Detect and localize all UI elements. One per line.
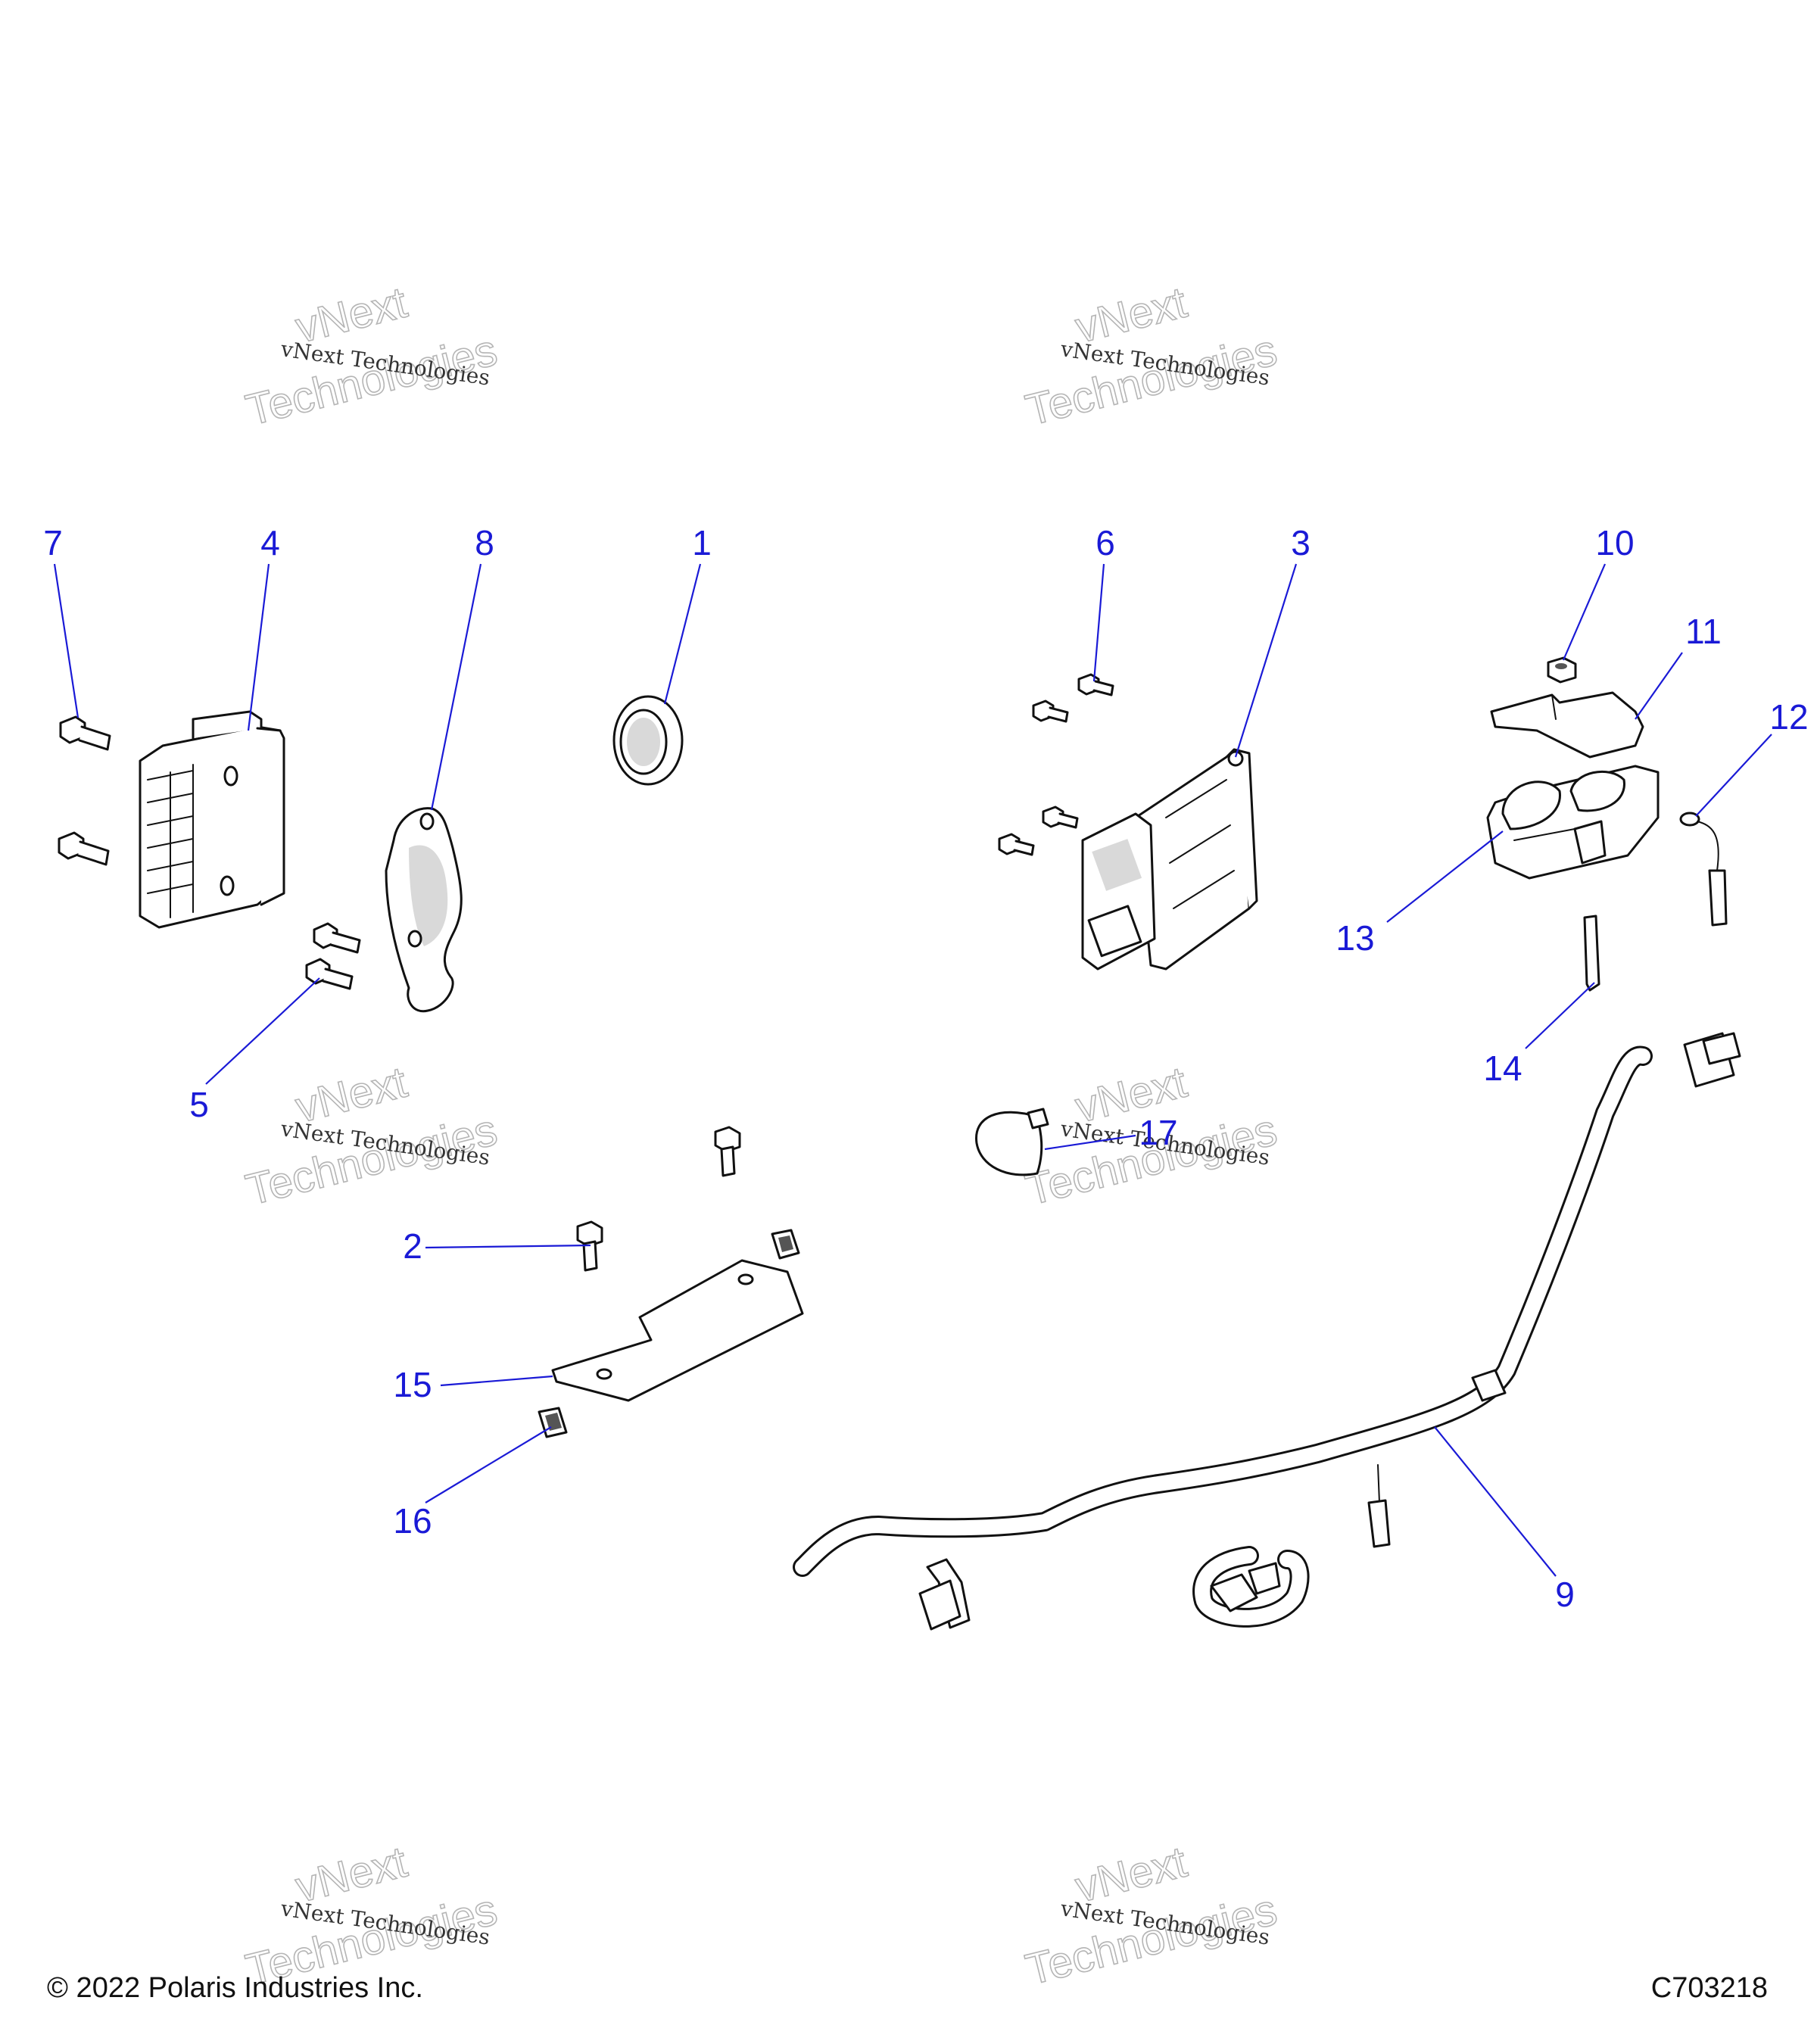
leader-12 bbox=[1695, 734, 1772, 817]
leader-15 bbox=[440, 1375, 553, 1387]
part-8-bracket bbox=[385, 807, 463, 1013]
leader-lines bbox=[53, 563, 1772, 1577]
watermark-mid-left: vNext Technologies vNext Technologies bbox=[241, 1057, 503, 1216]
leader-9 bbox=[1434, 1426, 1557, 1577]
leader-2 bbox=[425, 1244, 591, 1249]
part-10-nut bbox=[1547, 656, 1577, 684]
callout-9: 9 bbox=[1555, 1575, 1575, 1614]
callout-1: 1 bbox=[692, 523, 712, 562]
callout-13: 13 bbox=[1335, 918, 1374, 958]
part-2-bolts bbox=[576, 1126, 741, 1272]
leader-10 bbox=[1562, 563, 1607, 661]
callout-11: 11 bbox=[1685, 612, 1722, 651]
callout-6: 6 bbox=[1095, 523, 1115, 562]
callout-16: 16 bbox=[393, 1501, 432, 1541]
regulator-fins bbox=[147, 764, 194, 918]
leader-11 bbox=[1635, 652, 1683, 720]
callout-3: 3 bbox=[1291, 523, 1311, 562]
leader-14 bbox=[1525, 982, 1595, 1049]
part-6-screws bbox=[998, 673, 1114, 856]
callout-4: 4 bbox=[260, 523, 280, 562]
callout-8: 8 bbox=[475, 523, 494, 562]
part-9-wiring-harness bbox=[793, 1032, 1741, 1631]
leader-5 bbox=[205, 977, 320, 1085]
copyright-text: © 2022 Polaris Industries Inc. bbox=[47, 1972, 423, 2004]
callout-5: 5 bbox=[189, 1085, 209, 1124]
part-13-ignition-coil bbox=[1486, 765, 1660, 880]
callout-2: 2 bbox=[403, 1226, 422, 1266]
leader-16 bbox=[425, 1426, 552, 1503]
part-15-plate bbox=[551, 1259, 804, 1402]
leader-8 bbox=[430, 563, 482, 811]
leader-17 bbox=[1044, 1134, 1136, 1151]
callout-14: 14 bbox=[1483, 1048, 1522, 1088]
part-17-cable-tie bbox=[975, 1108, 1049, 1176]
leader-6 bbox=[1092, 563, 1105, 682]
watermark-top-left: vNext Technologies vNext Technologies bbox=[241, 277, 503, 436]
part-4-voltage-regulator bbox=[139, 710, 285, 929]
callout-17: 17 bbox=[1139, 1113, 1177, 1152]
part-7-bolts bbox=[58, 715, 111, 866]
callout-numbers: 7 4 8 1 6 3 10 11 12 13 14 5 2 15 16 17 … bbox=[43, 523, 1808, 1614]
watermark-top-right: vNext Technologies vNext Technologies bbox=[1021, 277, 1282, 436]
watermark-bottom-left: vNext Technologies vNext Technologies bbox=[241, 1837, 503, 1996]
part-12-wire-lead bbox=[1679, 812, 1728, 927]
part-5-bolts bbox=[305, 922, 361, 990]
part-14-pin bbox=[1583, 915, 1600, 992]
part-11-coil-bracket bbox=[1490, 691, 1644, 759]
callout-7: 7 bbox=[43, 523, 63, 562]
watermark-bottom-right: vNext Technologies vNext Technologies bbox=[1021, 1837, 1282, 1996]
part-1-grommet bbox=[612, 695, 684, 786]
leader-3 bbox=[1234, 563, 1298, 758]
leader-7 bbox=[53, 563, 79, 718]
leader-4 bbox=[247, 563, 270, 731]
callout-15: 15 bbox=[393, 1365, 432, 1404]
callout-10: 10 bbox=[1595, 523, 1634, 562]
figure-code: C703218 bbox=[1651, 1972, 1768, 2004]
callout-12: 12 bbox=[1769, 697, 1808, 737]
leader-1 bbox=[663, 563, 702, 705]
part-3-ecu bbox=[1081, 748, 1258, 971]
leader-13 bbox=[1386, 830, 1504, 923]
